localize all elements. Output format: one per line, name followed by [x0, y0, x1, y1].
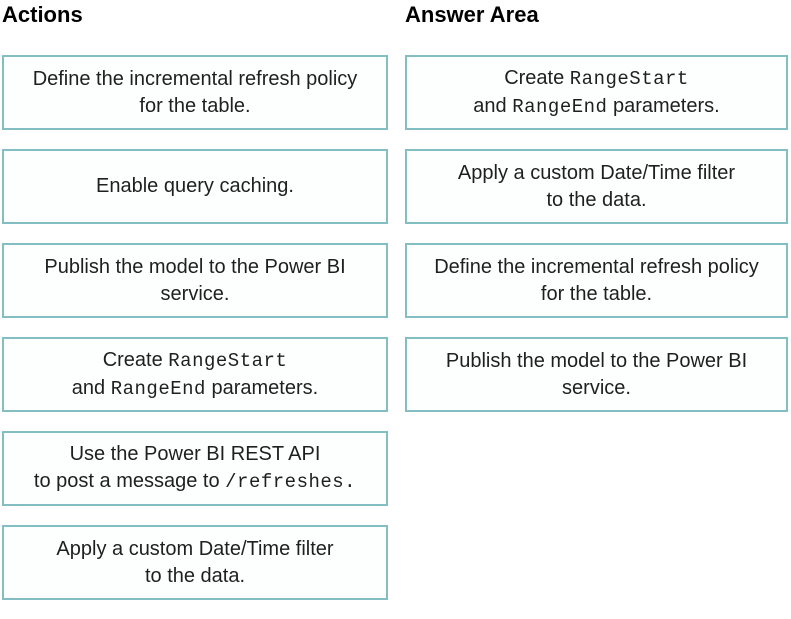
text-segment: for the table. — [139, 94, 251, 117]
card-text-line: Publish the model to the Power BI — [44, 254, 345, 281]
card-text-line: Publish the model to the Power BI — [446, 348, 747, 375]
text-segment: parameters. — [205, 376, 319, 399]
action-card-define-incremental-refresh-policy[interactable]: Define the incremental refresh policy for… — [2, 55, 388, 130]
text-segment: Define the incremental refresh policy — [32, 67, 358, 90]
card-text-line: for the table. — [139, 93, 250, 120]
card-text-line: Define the incremental refresh policy — [434, 254, 759, 281]
card-text-line: to the data. — [546, 187, 646, 214]
action-card-use-power-bi-rest-api-post-refreshes[interactable]: Use the Power BI REST API to post a messa… — [2, 431, 388, 506]
text-segment: Publish the model to the Power BI — [445, 349, 748, 372]
text-segment: Apply a custom Date/Time filter — [56, 537, 334, 560]
card-text-line: to the data. — [145, 563, 245, 590]
code-text-segment: RangeStart — [569, 67, 689, 90]
answer-card-publish-model-to-power-bi-service[interactable]: Publish the model to the Power BI service… — [405, 337, 788, 412]
card-text-line: service. — [562, 375, 631, 402]
answer-area-header: Answer Area — [405, 2, 539, 27]
card-text-line: for the table. — [541, 281, 652, 308]
text-segment: parameters. — [607, 94, 720, 117]
text-segment: Apply a custom Date/Time filter — [457, 161, 736, 184]
text-segment: and — [71, 376, 111, 399]
card-text-line: Enable query caching. — [96, 173, 294, 200]
text-segment: Enable query caching. — [96, 175, 294, 197]
text-segment: to the data. — [144, 564, 246, 587]
card-text-line: and RangeEnd parameters. — [72, 375, 318, 403]
text-segment: service. — [562, 376, 631, 399]
answer-card-define-incremental-refresh-policy[interactable]: Define the incremental refresh policy for… — [405, 243, 788, 318]
card-text-line: Define the incremental refresh policy — [33, 66, 358, 93]
actions-column: Actions Define the incremental refresh p… — [2, 2, 388, 619]
code-text-segment: /refreshes. — [225, 471, 357, 493]
code-text-segment: RangeEnd — [512, 95, 608, 118]
text-segment: Use the Power BI REST API — [69, 443, 321, 465]
answer-card-apply-custom-datetime-filter[interactable]: Apply a custom Date/Time filter to the da… — [405, 149, 788, 224]
text-segment: and — [473, 94, 513, 117]
actions-header: Actions — [2, 2, 83, 27]
action-card-enable-query-caching[interactable]: Enable query caching. — [2, 149, 388, 224]
text-segment: to the data. — [546, 188, 647, 211]
card-text-line: and RangeEnd parameters. — [473, 93, 719, 121]
action-card-publish-model-to-power-bi-service[interactable]: Publish the model to the Power BI service… — [2, 243, 388, 318]
text-segment: for the table. — [540, 282, 653, 305]
card-text-line: Apply a custom Date/Time filter — [458, 160, 735, 187]
card-text-line: service. — [161, 281, 230, 308]
card-text-line: Use the Power BI REST API — [70, 441, 321, 468]
text-segment: Create — [102, 348, 169, 371]
card-text-line: Apply a custom Date/Time filter — [56, 536, 333, 563]
actions-card-list: Define the incremental refresh policy for… — [2, 55, 388, 619]
card-text-line: Create RangeStart — [103, 347, 288, 375]
text-segment: to post a message to — [33, 470, 226, 492]
text-segment: Publish the model to the Power BI — [44, 255, 346, 278]
action-card-apply-custom-datetime-filter[interactable]: Apply a custom Date/Time filter to the da… — [2, 525, 388, 600]
card-text-line: Create RangeStart — [504, 65, 689, 93]
text-segment: Define the incremental refresh policy — [434, 255, 759, 278]
card-text-line: to post a message to /refreshes. — [34, 468, 356, 496]
text-segment: service. — [160, 282, 230, 305]
text-segment: Create — [504, 66, 570, 89]
code-text-segment: RangeStart — [168, 349, 288, 372]
code-text-segment: RangeEnd — [110, 377, 206, 400]
